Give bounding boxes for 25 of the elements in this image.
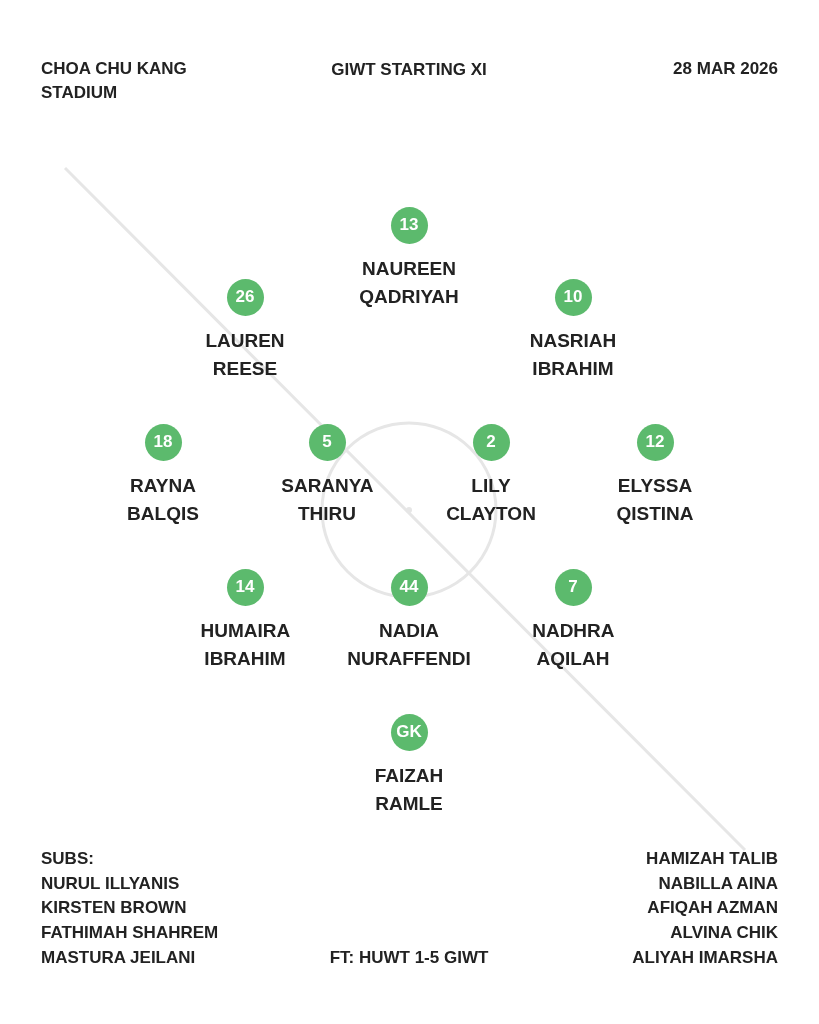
title: GIWT STARTING XI <box>331 59 487 81</box>
player-name: LAUREN REESE <box>205 329 285 381</box>
info-text: KIRSTEN BROWN <box>41 897 187 919</box>
info-text: 28 MAR 2026 <box>673 58 778 80</box>
info-text: MASTURA JEILANI <box>41 947 196 969</box>
player-name: LILY CLAYTON <box>446 474 536 526</box>
player-name: NASRIAH IBRAHIM <box>529 329 617 381</box>
player-name: NAUREEN QADRIYAH <box>359 257 459 309</box>
info-text: SUBS: <box>41 848 94 870</box>
info-text: ALIYAH IMARSHA <box>632 947 778 969</box>
info-text: NURUL ILLYANIS <box>41 873 180 895</box>
info-text: FATHIMAH SHAHREM <box>41 922 219 944</box>
player-name: ELYSSA QISTINA <box>616 474 694 526</box>
player-name: FAIZAH RAMLE <box>374 764 444 816</box>
player-name: NADHRA AQILAH <box>532 619 614 671</box>
player-name: SARANYA THIRU <box>281 474 373 526</box>
info-text: HAMIZAH TALIB <box>646 848 778 870</box>
player-name: RAYNA BALQIS <box>127 474 199 526</box>
player-name: HUMAIRA IBRAHIM <box>200 619 290 671</box>
info-text: ALVINA CHIK <box>670 922 778 944</box>
info-text: FT: HUWT 1-5 GIWT <box>329 947 489 969</box>
info-text: AFIQAH AZMAN <box>647 897 778 919</box>
player-name: NADIA NURAFFENDI <box>347 619 471 671</box>
info-text: CHOA CHU KANG STADIUM <box>41 58 188 104</box>
info-text: NABILLA AINA <box>658 873 778 895</box>
